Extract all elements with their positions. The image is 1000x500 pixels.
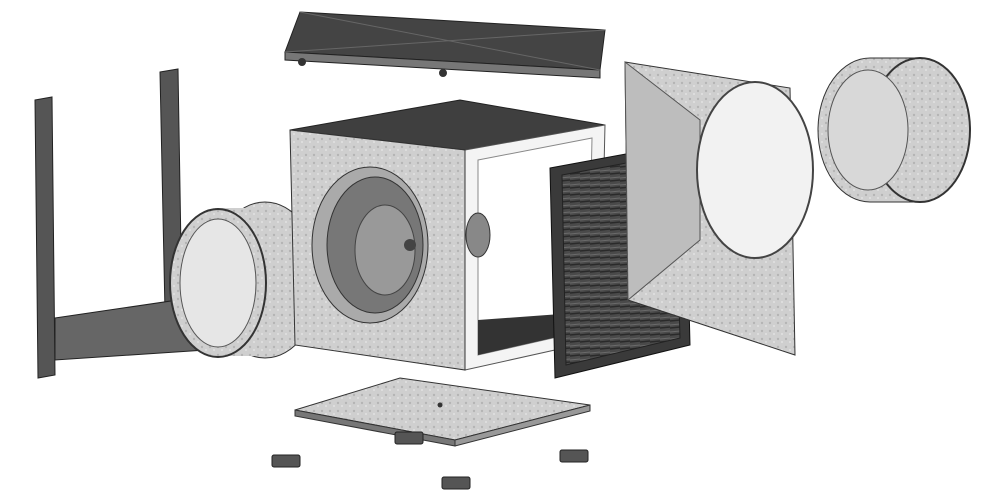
square-to-round-transition (624, 60, 814, 356)
rubber-feet (271, 431, 589, 490)
top-lid (284, 11, 606, 79)
right-duct-collar (817, 57, 971, 203)
bottom-plate (294, 377, 591, 447)
